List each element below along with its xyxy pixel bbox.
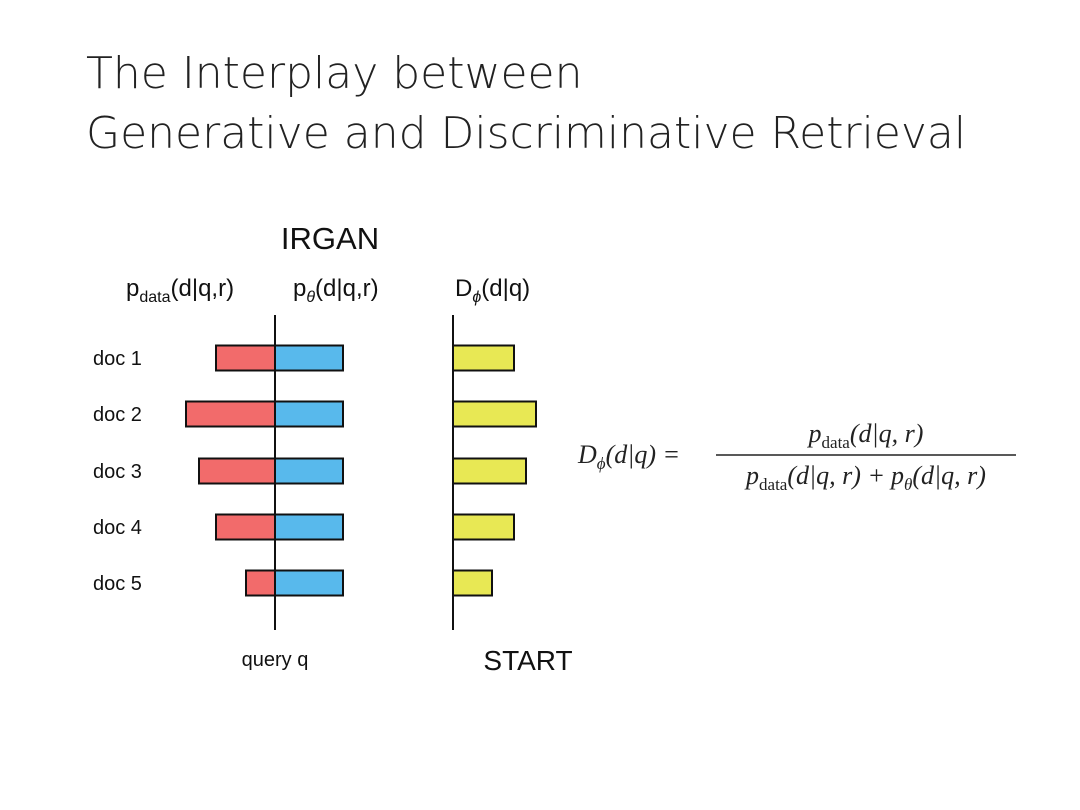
formula-numerator: pdata(d|q, r) bbox=[807, 419, 924, 452]
d-phi-bar bbox=[452, 513, 515, 541]
p-data-bar bbox=[245, 569, 276, 597]
header-p-theta-args: (d|q,r) bbox=[315, 275, 379, 302]
header-p-theta-base: p bbox=[293, 275, 306, 302]
p-theta-bar bbox=[274, 457, 344, 485]
header-p-theta: pθ(d|q,r) bbox=[293, 275, 379, 306]
p-data-bar bbox=[215, 513, 276, 541]
formula-num-sub: data bbox=[822, 433, 851, 452]
doc-label: doc 1 bbox=[93, 348, 142, 370]
formula-den-base2: p bbox=[889, 461, 904, 490]
d-phi-bar bbox=[452, 344, 515, 372]
bars-group: doc 1 doc 2 doc 3 doc 4 doc 5 bbox=[93, 344, 537, 597]
formula-lhs-args: (d|q) = bbox=[606, 440, 681, 469]
formula-den-args1: (d|q, r) + bbox=[787, 461, 885, 490]
formula: Dϕ(d|q) = pdata(d|q, r) pdata(d|q, r) +p… bbox=[577, 419, 1016, 494]
p-theta-bar bbox=[274, 344, 344, 372]
formula-num-args: (d|q, r) bbox=[850, 419, 924, 448]
formula-lhs-base: D bbox=[577, 440, 597, 469]
doc-label: doc 2 bbox=[93, 404, 142, 426]
formula-den-sub1: data bbox=[759, 475, 788, 494]
header-d-phi: Dϕ(d|q) bbox=[455, 275, 530, 306]
header-p-theta-sub: θ bbox=[306, 289, 315, 306]
d-phi-bar bbox=[452, 457, 527, 485]
header-d-phi-sub: ϕ bbox=[472, 289, 481, 306]
p-data-bar bbox=[185, 400, 276, 428]
header-p-data-args: (d|q,r) bbox=[171, 275, 235, 302]
formula-num-base: p bbox=[807, 419, 822, 448]
formula-denominator: pdata(d|q, r) +pθ(d|q, r) bbox=[744, 461, 986, 494]
formula-den-sub2: θ bbox=[904, 475, 912, 494]
p-data-bar bbox=[198, 457, 276, 485]
p-theta-bar bbox=[274, 400, 344, 428]
diagram-heading: IRGAN bbox=[281, 221, 379, 256]
doc-label: doc 5 bbox=[93, 573, 142, 595]
p-theta-bar bbox=[274, 569, 344, 597]
doc-label: doc 3 bbox=[93, 461, 142, 483]
start-label: START bbox=[483, 645, 572, 676]
header-p-data: pdata(d|q,r) bbox=[126, 275, 234, 306]
slide-title-line-2: Generative and Discriminative Retrieval bbox=[86, 108, 967, 159]
formula-den-base1: p bbox=[744, 461, 759, 490]
header-p-data-sub: data bbox=[139, 289, 170, 306]
d-phi-bar bbox=[452, 400, 537, 428]
p-data-bar bbox=[215, 344, 276, 372]
header-d-phi-args: (d|q) bbox=[481, 275, 530, 302]
query-label: query q bbox=[242, 649, 309, 671]
header-d-phi-base: D bbox=[455, 275, 472, 302]
doc-label: doc 4 bbox=[93, 517, 142, 539]
formula-lhs-sub: ϕ bbox=[597, 454, 606, 473]
slide-title-line-1: The Interplay between bbox=[86, 48, 583, 99]
formula-den-args2: (d|q, r) bbox=[912, 461, 986, 490]
p-theta-bar bbox=[274, 513, 344, 541]
header-p-data-base: p bbox=[126, 275, 139, 302]
d-phi-bar bbox=[452, 569, 493, 597]
formula-lhs: Dϕ(d|q) = bbox=[577, 440, 680, 473]
